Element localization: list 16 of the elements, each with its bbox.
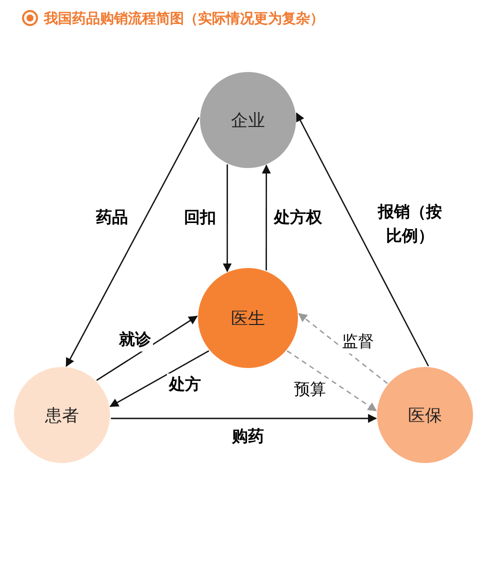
edge-label: 就诊 [117, 328, 153, 352]
arrow [110, 414, 378, 423]
arrow [296, 112, 429, 366]
edge-label: 监督 [340, 330, 376, 354]
arrow [298, 313, 388, 384]
doctor-circle: 医生 [198, 268, 298, 368]
patient-circle: 患者 [14, 367, 110, 463]
arrow [286, 350, 377, 412]
title: 我国药品购销流程简图（实际情况更为复杂） [44, 10, 324, 28]
arrow [222, 164, 232, 272]
insurance-circle: 医保 [377, 367, 473, 463]
arrow [109, 350, 210, 408]
arrow [96, 316, 198, 381]
company-circle: 企业 [200, 72, 296, 168]
arrow [66, 117, 200, 367]
arrow [262, 164, 271, 270]
